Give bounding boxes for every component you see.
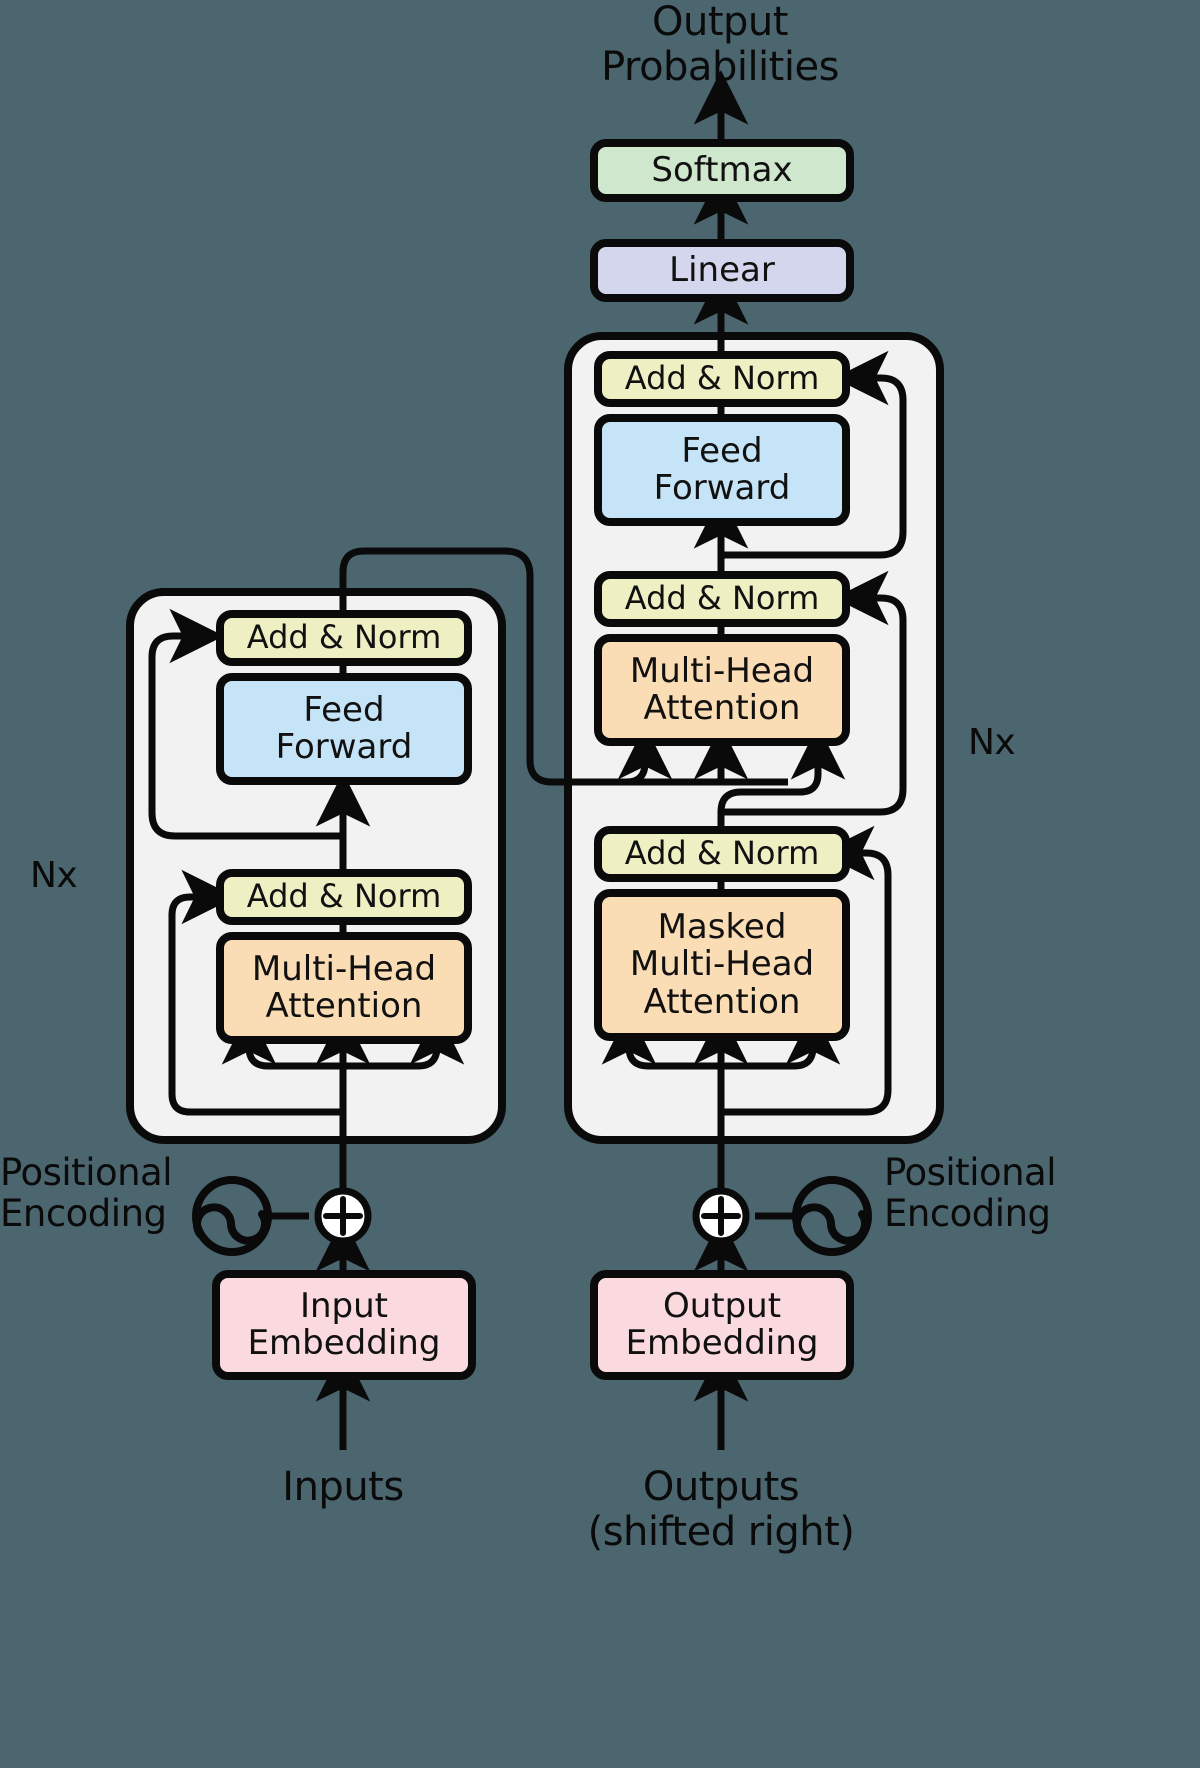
decoder-residual-mid	[721, 570, 907, 816]
decoder-masked-input-left	[601, 1009, 721, 1070]
inputs-label: Inputs	[282, 1464, 404, 1510]
sine-wave-curve-right	[793, 1203, 869, 1245]
decoder-feed-forward-box[interactable]	[594, 414, 850, 526]
sum-node-left	[314, 1187, 372, 1245]
sum-node-right	[692, 1187, 750, 1245]
decoder-add-norm-mid-box[interactable]	[594, 571, 850, 627]
decoder-multi-head-attention-box[interactable]	[594, 634, 850, 746]
decoder-cross-input-center	[602, 753, 788, 782]
output-probabilities-label: Output Probabilities	[601, 0, 839, 90]
linear-box[interactable]	[590, 239, 854, 302]
decoder-add-norm-bottom-box[interactable]	[594, 826, 850, 882]
encoder-feed-forward-box[interactable]	[216, 673, 472, 785]
sine-wave-curve-left	[193, 1203, 269, 1245]
nx-encoder-label: Nx	[30, 855, 78, 896]
encoder-multi-head-attention-box[interactable]	[216, 932, 472, 1044]
encoder-add-norm-bottom-box[interactable]	[216, 869, 472, 925]
outputs-label: Outputs (shifted right)	[587, 1464, 855, 1555]
encoder-output-to-decoder	[339, 547, 602, 786]
softmax-box[interactable]	[590, 139, 854, 202]
positional-encoding-right-icon-group	[792, 1176, 872, 1256]
encoder-residual-top	[148, 608, 343, 840]
encoder-attention-input-right	[343, 1009, 465, 1070]
output-embedding-box[interactable]	[590, 1270, 854, 1380]
input-embedding-box[interactable]	[212, 1270, 476, 1380]
decoder-add-norm-top-box[interactable]	[594, 351, 850, 407]
encoder-residual-bottom	[168, 869, 343, 1116]
positional-encoding-left-icon-group	[192, 1176, 272, 1256]
decoder-residual-bottom	[721, 825, 892, 1116]
decoder-masked-input-right	[721, 1009, 841, 1070]
positional-encoding-left-label: Positional Encoding	[0, 1151, 173, 1236]
decoder-masked-multi-head-attention-box[interactable]	[594, 889, 850, 1041]
decoder-residual-top	[721, 350, 907, 559]
encoder-add-norm-top-box[interactable]	[216, 610, 472, 666]
nx-decoder-label: Nx	[968, 722, 1016, 763]
decoder-selfattn-out-to-cross	[717, 724, 846, 832]
encoder-attention-input-left	[221, 1009, 343, 1070]
positional-encoding-right-label: Positional Encoding	[884, 1151, 1057, 1236]
